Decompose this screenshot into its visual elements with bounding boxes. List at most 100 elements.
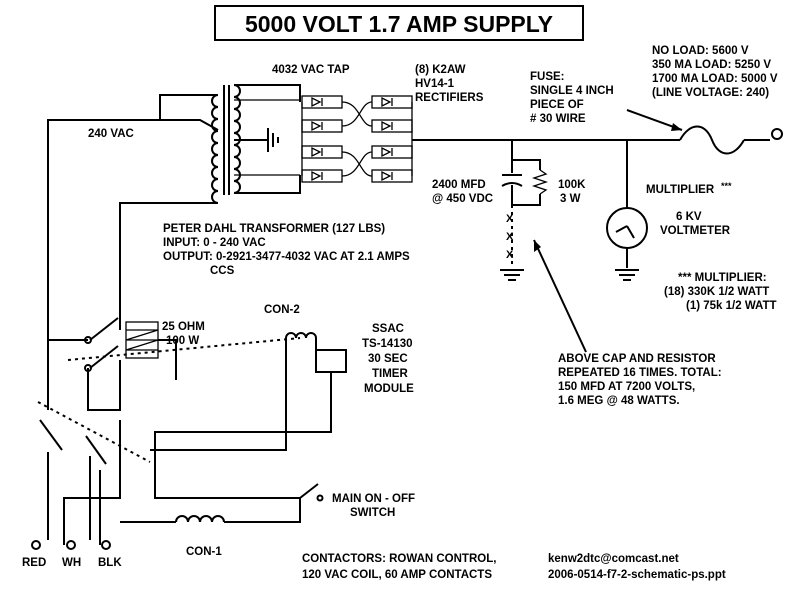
primary-240vac-lead: [47, 119, 219, 410]
cap-repeat-note-2: REPEATED 16 TIMES. TOTAL:: [558, 367, 722, 379]
load-note-4: (LINE VOLTAGE: 240): [652, 87, 769, 99]
terminal-wh: [66, 540, 76, 550]
terminal-blk: [101, 540, 111, 550]
rect-cross-2: [341, 151, 373, 177]
multiplier-stars: ***: [721, 181, 732, 191]
cap-repeat-note-1: ABOVE CAP AND RESISTOR: [558, 353, 716, 365]
transformer-note-3: OUTPUT: 0-2921-3477-4032 VAC AT 2.1 AMPS: [163, 251, 410, 263]
transformer-note-4: CCS: [210, 265, 235, 277]
con2-blade-1: [89, 317, 119, 341]
con2-label: CON-2: [264, 304, 300, 316]
cap-repeat-note-4: 1.6 MEG @ 48 WATTS.: [558, 395, 680, 407]
cap-plate-2: [501, 182, 523, 187]
diode-triangles: [311, 96, 393, 182]
labels: 4032 VAC TAP (8) K2AW HV14-1 RECTIFIERS …: [22, 45, 778, 581]
con1-label: CON-1: [186, 546, 222, 558]
svg-text:X: X: [506, 213, 514, 225]
rectifier-label-1: (8) K2AW: [415, 64, 466, 76]
diagram-title: 5000 VOLT 1.7 AMP SUPPLY: [245, 11, 553, 37]
primary-bottom-lead: [119, 202, 218, 330]
main-switch-contact: [316, 494, 324, 502]
load-note-3: 1700 MA LOAD: 5000 V: [652, 73, 778, 85]
file-name: 2006-0514-f7-2-schematic-ps.ppt: [548, 569, 726, 581]
bypass-lead: [87, 360, 121, 411]
timer-lead: [154, 372, 332, 499]
rectifier-bridge: [301, 95, 680, 183]
main-switch-blade[interactable]: [299, 483, 319, 499]
load-note-1: NO LOAD: 5600 V: [652, 45, 749, 57]
con1-coil: [175, 515, 225, 523]
transformer-note-2: INPUT: 0 - 240 VAC: [163, 237, 266, 249]
res-label-1: 100K: [558, 179, 586, 191]
fuse-label-1: FUSE:: [530, 71, 565, 83]
voltmeter-icon: [606, 207, 648, 249]
main-switch-label-2: SWITCH: [350, 507, 395, 519]
voltmeter-section: [606, 140, 648, 281]
fuse-label-3: PIECE OF: [530, 99, 584, 111]
resistor-lead-top: [512, 159, 541, 170]
ssac-label-4: TIMER: [372, 368, 408, 380]
voltmeter-label-1: 6 KV: [676, 211, 702, 223]
terminal-red: [31, 540, 41, 550]
rect-cross-1: [341, 101, 373, 127]
multiplier-note-2: (18) 330K 1/2 WATT: [664, 286, 769, 298]
transformer-note-1: PETER DAHL TRANSFORMER (127 LBS): [163, 223, 385, 235]
rect-rails: [301, 102, 413, 176]
cap-label-1: 2400 MFD: [432, 179, 486, 191]
svg-text:X: X: [506, 231, 514, 243]
voltmeter-label-2: VOLTMETER: [660, 225, 731, 237]
bleeder-resistor: [531, 169, 549, 195]
con1-contact-2: [85, 435, 107, 465]
author-email: kenw2dtc@comcast.net: [548, 553, 679, 565]
transformer-symbol: [47, 84, 301, 410]
r25-zigzag: [125, 329, 159, 351]
terminal-red-label: RED: [22, 557, 46, 569]
main-switch-label-1: MAIN ON - OFF: [332, 493, 415, 505]
vac-tap-label: 4032 VAC TAP: [272, 64, 350, 76]
ssac-label-1: SSAC: [372, 323, 404, 335]
vac240-label: 240 VAC: [88, 128, 134, 140]
ssac-timer-box: [315, 349, 347, 373]
cap-ground-icon: [500, 269, 524, 281]
wh-lead-2: [63, 420, 121, 545]
con1-coil-right: [224, 498, 301, 523]
meter-needle: [615, 225, 635, 239]
resistor-lead-bottom: [512, 194, 541, 206]
title-block: 5000 VOLT 1.7 AMP SUPPLY: [214, 5, 584, 41]
rectifier-label-2: HV14-1: [415, 78, 455, 90]
cap-label-2: @ 450 VDC: [432, 193, 493, 205]
multiplier-note-1: *** MULTIPLIER:: [678, 272, 767, 284]
cap-note-pointer: [533, 239, 587, 353]
contactors-note-1: CONTACTORS: ROWAN CONTROL,: [302, 553, 496, 565]
con2-coil: [285, 332, 317, 339]
terminal-wh-label: WH: [62, 557, 81, 569]
svg-text:X: X: [506, 249, 514, 261]
ssac-label-2: TS-14130: [362, 338, 413, 350]
fuse-label-2: SINGLE 4 INCH: [530, 85, 614, 97]
primary-top-lead: [159, 94, 218, 120]
r25-label-1: 25 OHM: [162, 321, 205, 333]
con1-mechanical-link: [37, 401, 151, 463]
meter-ground-icon: [615, 269, 639, 281]
con1-contact-1: [39, 419, 63, 451]
ssac-label-5: MODULE: [364, 383, 414, 395]
fuse-element: [679, 125, 745, 155]
fuse-label-4: # 30 WIRE: [530, 113, 586, 125]
res-label-2: 3 W: [560, 193, 581, 205]
contactors-note-2: 120 VAC COIL, 60 AMP CONTACTS: [302, 569, 492, 581]
title-box: [214, 5, 584, 41]
control-circuit: [31, 317, 347, 550]
r25-lead: [158, 339, 177, 380]
rectifier-label-3: RECTIFIERS: [415, 92, 484, 104]
cap-note-arrow-head: [534, 240, 541, 252]
secondary-top-lead: [234, 84, 301, 102]
fuse-arrow-head: [671, 123, 682, 131]
cap-repeat-note-3: 150 MFD AT 7200 VOLTS,: [558, 381, 695, 393]
con2-coil-lead-left: [150, 338, 287, 451]
load-note-2: 350 MA LOAD: 5250 V: [652, 59, 771, 71]
multiplier-note-3: (1) 75k 1/2 WATT: [686, 300, 777, 312]
terminal-blk-label: BLK: [98, 557, 122, 569]
filter-section: X X X: [500, 140, 587, 353]
secondary-bottom-lead: [234, 175, 301, 194]
